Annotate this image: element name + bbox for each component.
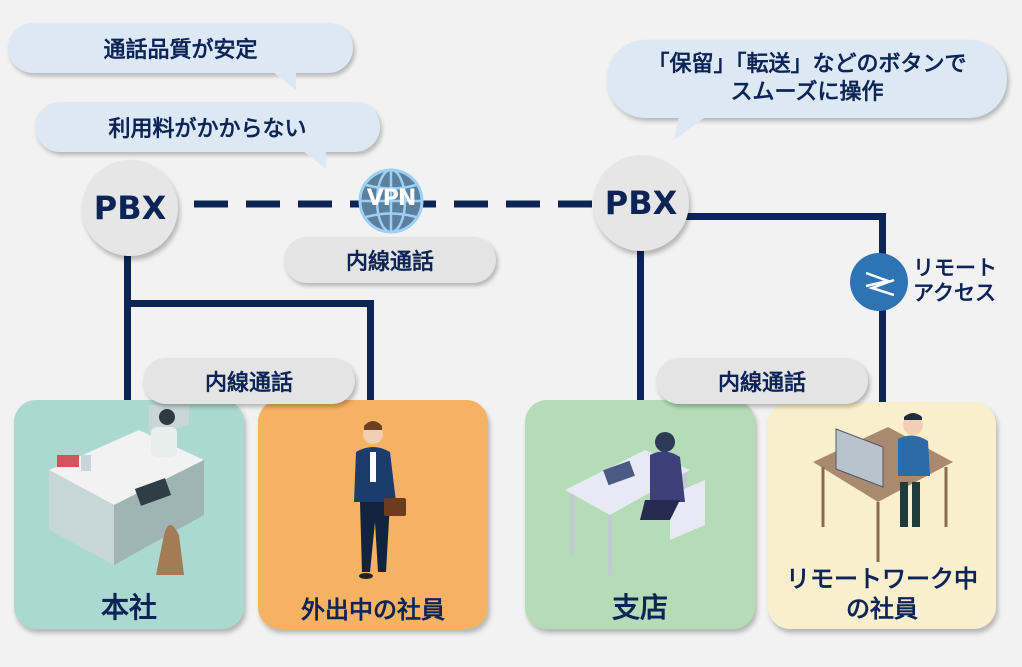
card-mobile-employee: 外出中の社員	[258, 400, 488, 629]
line-left-branch-horizontal	[124, 300, 374, 307]
businessman-mobile-illustration	[354, 421, 406, 579]
line-right-pbx-down	[637, 245, 644, 402]
bubble-buttons-line2: スムーズに操作	[730, 80, 884, 105]
bubble-buttons-line1: 「保留」「転送」などのボタンで	[647, 52, 967, 77]
bubble-no-fee: 利用料がかからない	[35, 102, 380, 152]
vpn-label: VPN	[366, 186, 417, 211]
pill-extension-vpn-text: 内線通話	[345, 250, 434, 275]
line-right-pbx-horizontal	[684, 213, 886, 220]
card-headquarters-label: 本社	[100, 591, 157, 624]
card-headquarters: 本社	[14, 400, 244, 629]
pill-extension-left: 内線通話	[143, 358, 355, 404]
line-left-branch-down	[367, 300, 374, 402]
card-remote-employee-label: リモートワーク中 の社員	[768, 564, 996, 624]
card-remote-employee-label-line1: リモートワーク中	[786, 565, 978, 593]
pill-extension-right-text: 内線通話	[717, 371, 806, 396]
pbx-left-node: PBX	[82, 160, 178, 256]
card-branch-label: 支店	[611, 591, 668, 624]
card-mobile-employee-label: 外出中の社員	[301, 596, 445, 624]
remote-access-label: リモート アクセス	[913, 256, 997, 306]
bubble-call-quality-tail	[268, 68, 296, 90]
remote-access-arrows-icon	[865, 271, 895, 297]
pill-extension-left-text: 内線通話	[204, 371, 293, 396]
remote-access-node	[850, 253, 908, 311]
bubble-no-fee-text: 利用料がかからない	[108, 117, 307, 142]
branch-desk-phone-illustration	[565, 432, 705, 575]
bubble-buttons: 「保留」「転送」などのボタンで スムーズに操作	[607, 40, 1007, 118]
card-branch: 支店	[525, 400, 755, 629]
vpn-node: VPN	[358, 168, 424, 234]
pbx-right-node: PBX	[593, 155, 689, 251]
card-remote-employee: リモートワーク中 の社員	[768, 402, 996, 629]
bubble-no-fee-tail	[298, 147, 326, 169]
pill-extension-vpn: 内線通話	[284, 237, 496, 283]
card-remote-employee-label-line2: の社員	[846, 595, 918, 623]
office-desk-phone-illustration	[49, 405, 204, 575]
pbx-left-label: PBX	[93, 189, 167, 227]
bubble-buttons-tail	[674, 112, 712, 140]
globe-icon	[358, 168, 424, 234]
bubble-call-quality-text: 通話品質が安定	[103, 38, 258, 63]
line-left-pbx-down	[124, 250, 131, 402]
remote-access-label-line2: アクセス	[913, 281, 996, 305]
pill-extension-right: 内線通話	[656, 358, 868, 404]
remote-access-label-line1: リモート	[913, 256, 997, 280]
bubble-call-quality: 通話品質が安定	[8, 23, 353, 73]
remote-worker-computer-illustration	[813, 413, 953, 562]
vpn-dashed-line	[194, 200, 595, 208]
pbx-right-label: PBX	[604, 184, 678, 222]
